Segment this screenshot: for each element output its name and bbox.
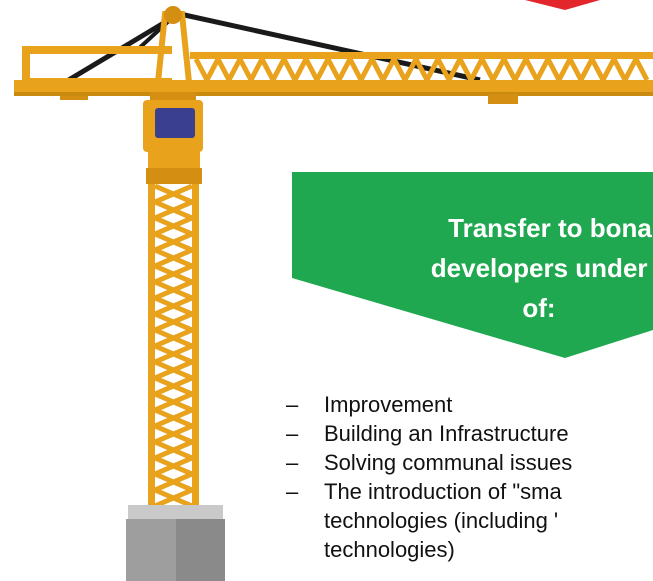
list-item-continuation: technologies) [324,537,455,562]
list-item-text: Improvement [324,392,453,417]
banner-shape [292,172,653,358]
list-bullet: – [286,479,299,504]
crane-cabin-window [155,108,195,138]
list-item: –Building an Infrastructure [286,419,572,448]
list-bullet: – [286,392,299,417]
list-item-continuation: technologies (including ' [324,508,559,533]
banner-line-3: of: [522,293,556,323]
list-item-text: The introduction of "sma [324,479,562,504]
crane-mast-truss [154,183,193,509]
list-item: –Solving communal issues [286,448,572,477]
list-item: –The introduction of "sma [286,477,572,506]
crane-hook-trolley [488,94,518,104]
crane-mast-right [192,184,199,506]
crane-counter-jib [22,46,172,54]
banner-line-2: developers under c [430,253,653,283]
crane-jib-top [190,52,653,59]
crane-jib-bottom [14,80,653,94]
list-bullet: – [286,450,299,475]
list-item: –Improvement [286,390,572,419]
bullet-list: –Improvement –Building an Infrastructure… [286,390,572,564]
red-arrow-tip [525,0,600,10]
crane-base-cap [128,505,223,521]
list-bullet: – [286,421,299,446]
crane-jib-truss [193,53,650,86]
crane-slewing-unit [148,150,200,168]
crane-apex-pin [164,6,182,24]
banner-line-1: Transfer to bona [448,213,652,243]
list-item-text: Building an Infrastructure [324,421,569,446]
crane-mast-left [148,184,155,506]
banner-title: Transfer to bona developers under c of: [320,208,653,328]
list-item-text: Solving communal issues [324,450,573,475]
